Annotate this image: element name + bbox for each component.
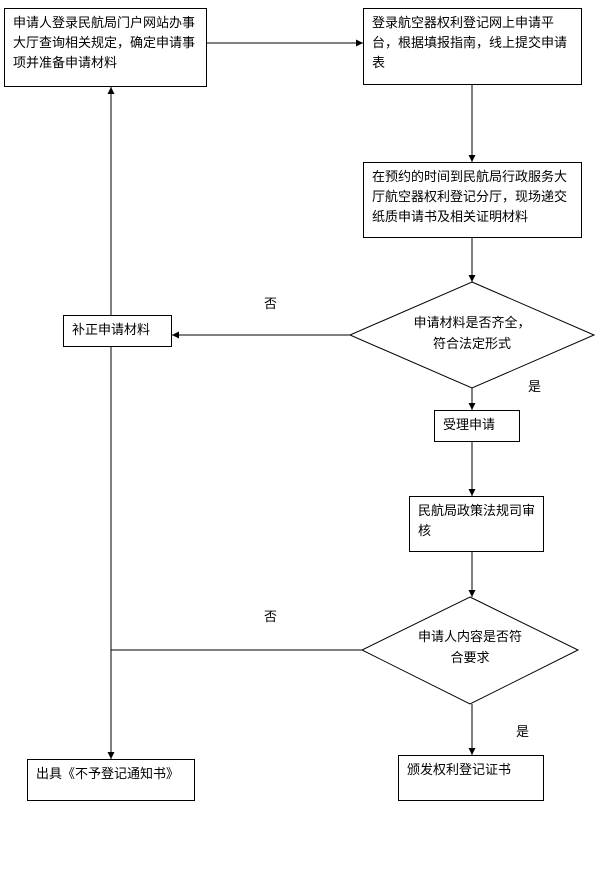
step-submit-paper-documents: 在预约的时间到民航局行政服务大厅航空器权利登记分厅，现场递交纸质申请书及相关证明…: [363, 162, 582, 238]
step-prepare-materials: 申请人登录民航局门户网站办事大厅查询相关规定，确定申请事项并准备申请材料: [4, 8, 207, 87]
label-decision2-no: 否: [264, 610, 278, 625]
decision-materials-text: 申请材料是否齐全，符合法定形式: [413, 316, 531, 352]
label-decision1-no: 否: [264, 297, 278, 312]
label-decision1-yes: 是: [528, 380, 542, 395]
step-issue-certificate: 颁发权利登记证书: [398, 755, 544, 801]
decision-diamond-content: [360, 596, 580, 705]
label-decision2-yes: 是: [516, 725, 530, 740]
step-issue-rejection-notice: 出具《不予登记通知书》: [27, 759, 195, 801]
step-online-application: 登录航空器权利登记网上申请平台，根据填报指南，线上提交申请表: [363, 8, 582, 85]
step-policy-review: 民航局政策法规司审核: [409, 496, 544, 552]
step-accept-application: 受理申请: [434, 410, 520, 442]
step-supplement-materials: 补正申请材料: [63, 315, 172, 347]
decision-content-text: 申请人内容是否符合要求: [418, 630, 523, 666]
